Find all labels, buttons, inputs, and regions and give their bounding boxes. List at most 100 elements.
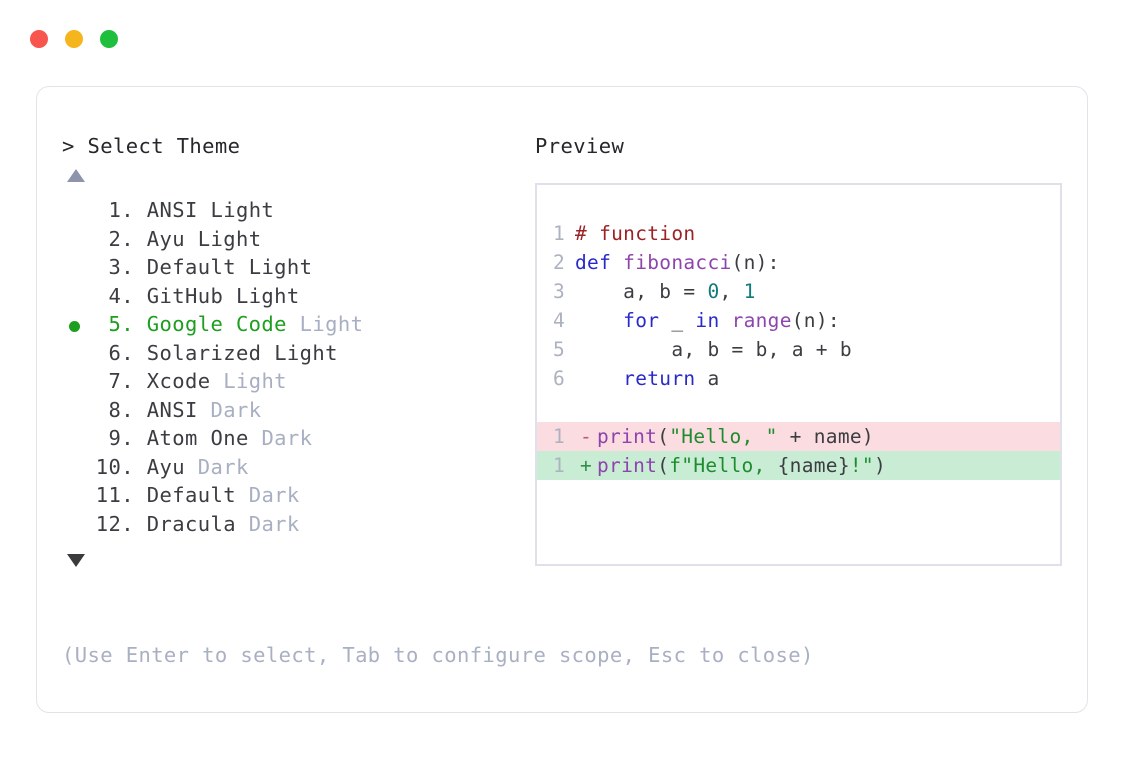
theme-item-index: 2. <box>108 226 134 251</box>
code-token: (n): <box>791 309 840 332</box>
code-token: _ <box>659 309 696 332</box>
diff-marker: - <box>579 425 593 448</box>
theme-item-spacer <box>134 455 147 479</box>
preview-label: Preview <box>535 134 625 158</box>
code-token: ( <box>657 454 670 477</box>
theme-item-spacer <box>134 369 147 393</box>
code-token: return <box>623 367 696 390</box>
theme-item-variant: Light <box>299 312 364 336</box>
code-token: !" <box>849 454 874 477</box>
code-line-text: return a <box>575 364 720 393</box>
line-number: 2 <box>552 251 565 274</box>
keyboard-hint: (Use Enter to select, Tab to configure s… <box>62 643 814 667</box>
theme-item-variant: Light <box>197 226 262 251</box>
code-token: 1 <box>743 280 756 303</box>
code-token: ) <box>873 454 887 477</box>
close-window-button[interactable] <box>30 30 48 48</box>
theme-item-space <box>249 426 262 450</box>
theme-item-name: GitHub <box>146 283 224 308</box>
theme-list-item[interactable]: 10. Ayu Dark <box>62 455 532 484</box>
code-blank-line <box>537 393 1060 422</box>
theme-item-name: Google Code <box>146 312 287 336</box>
code-token: f"Hello, <box>669 454 778 477</box>
theme-item-spacer <box>134 255 147 279</box>
code-token <box>720 309 732 332</box>
code-token: in <box>695 309 720 332</box>
theme-item-index: 6. <box>108 340 134 365</box>
code-token: # function <box>575 222 696 245</box>
theme-list-item[interactable]: 12. Dracula Dark <box>62 512 532 541</box>
code-token: print <box>597 454 658 477</box>
theme-item-index: 12. <box>95 511 134 536</box>
diff-line-del: 1-print("Hello, " + name) <box>537 422 1060 451</box>
line-number: 4 <box>552 309 565 332</box>
theme-list-item[interactable]: 9. Atom One Dark <box>62 426 532 455</box>
maximize-window-button[interactable] <box>100 30 118 48</box>
selection-bullet-cell <box>62 320 90 332</box>
diff-line-text: print("Hello, " + name) <box>597 422 874 451</box>
diff-line-text: print(f"Hello, {name}!") <box>597 451 886 480</box>
theme-item-variant: Dark <box>210 397 262 422</box>
theme-item-space <box>236 512 249 536</box>
theme-item-spacer <box>134 227 147 251</box>
theme-item-name: Solarized <box>146 340 262 365</box>
theme-list-item[interactable]: 3. Default Light <box>62 255 532 284</box>
theme-item-index: 9. <box>108 426 134 450</box>
theme-item-name: Default <box>146 255 236 279</box>
code-token: (n): <box>731 251 780 274</box>
theme-item-variant: Light <box>235 283 300 308</box>
theme-list-item[interactable]: 4. GitHub Light <box>62 284 532 313</box>
theme-item-space <box>236 255 249 279</box>
theme-item-index: 7. <box>108 369 134 393</box>
triangle-down-icon[interactable] <box>67 554 85 567</box>
code-token: + name) <box>777 425 874 448</box>
theme-list-item[interactable]: 1. ANSI Light <box>62 198 532 227</box>
theme-list-item[interactable]: 6. Solarized Light <box>62 341 532 370</box>
theme-item-spacer <box>134 312 147 336</box>
theme-item-spacer <box>134 284 147 308</box>
theme-item-spacer <box>134 483 147 507</box>
theme-item-space <box>198 398 211 422</box>
triangle-up-icon[interactable] <box>67 169 85 182</box>
theme-list-item[interactable]: 7. Xcode Light <box>62 369 532 398</box>
theme-item-spacer <box>134 341 147 365</box>
code-token: a <box>695 367 720 390</box>
code-token <box>575 367 623 390</box>
theme-list-item[interactable]: 5. Google Code Light <box>62 312 532 341</box>
theme-item-space <box>198 198 211 222</box>
theme-item-name: Ayu <box>146 454 185 479</box>
theme-item-space <box>185 227 198 251</box>
theme-item-variant: Light <box>274 340 338 365</box>
code-token: def <box>575 251 624 274</box>
theme-list-item[interactable]: 11. Default Dark <box>62 483 532 512</box>
theme-list-item[interactable]: 8. ANSI Dark <box>62 398 532 427</box>
code-line-text: a, b = b, a + b <box>575 335 852 364</box>
code-token: print <box>597 425 658 448</box>
code-token: fibonacci <box>623 251 732 274</box>
theme-list-item[interactable]: 2. Ayu Light <box>62 227 532 256</box>
code-line: 4 for _ in range(n): <box>537 306 1060 335</box>
theme-item-index: 4. <box>108 283 134 308</box>
theme-item-spacer <box>134 512 147 536</box>
line-number: 5 <box>552 338 565 361</box>
theme-item-name: Dracula <box>146 511 236 536</box>
theme-item-variant: Light <box>223 369 287 393</box>
theme-item-variant: Dark <box>261 426 313 450</box>
code-token: "Hello, " <box>669 425 778 448</box>
minimize-window-button[interactable] <box>65 30 83 48</box>
select-theme-prompt: > Select Theme <box>62 134 241 158</box>
line-number: 1 <box>552 454 565 477</box>
theme-item-index: 11. <box>95 483 134 507</box>
code-token: , <box>719 280 744 303</box>
line-number: 1 <box>552 222 565 245</box>
theme-item-name: ANSI <box>146 397 198 422</box>
line-number: 1 <box>552 425 565 448</box>
code-line: 5 a, b = b, a + b <box>537 335 1060 364</box>
theme-item-variant: Dark <box>197 454 249 479</box>
theme-item-name: Atom One <box>146 426 249 450</box>
